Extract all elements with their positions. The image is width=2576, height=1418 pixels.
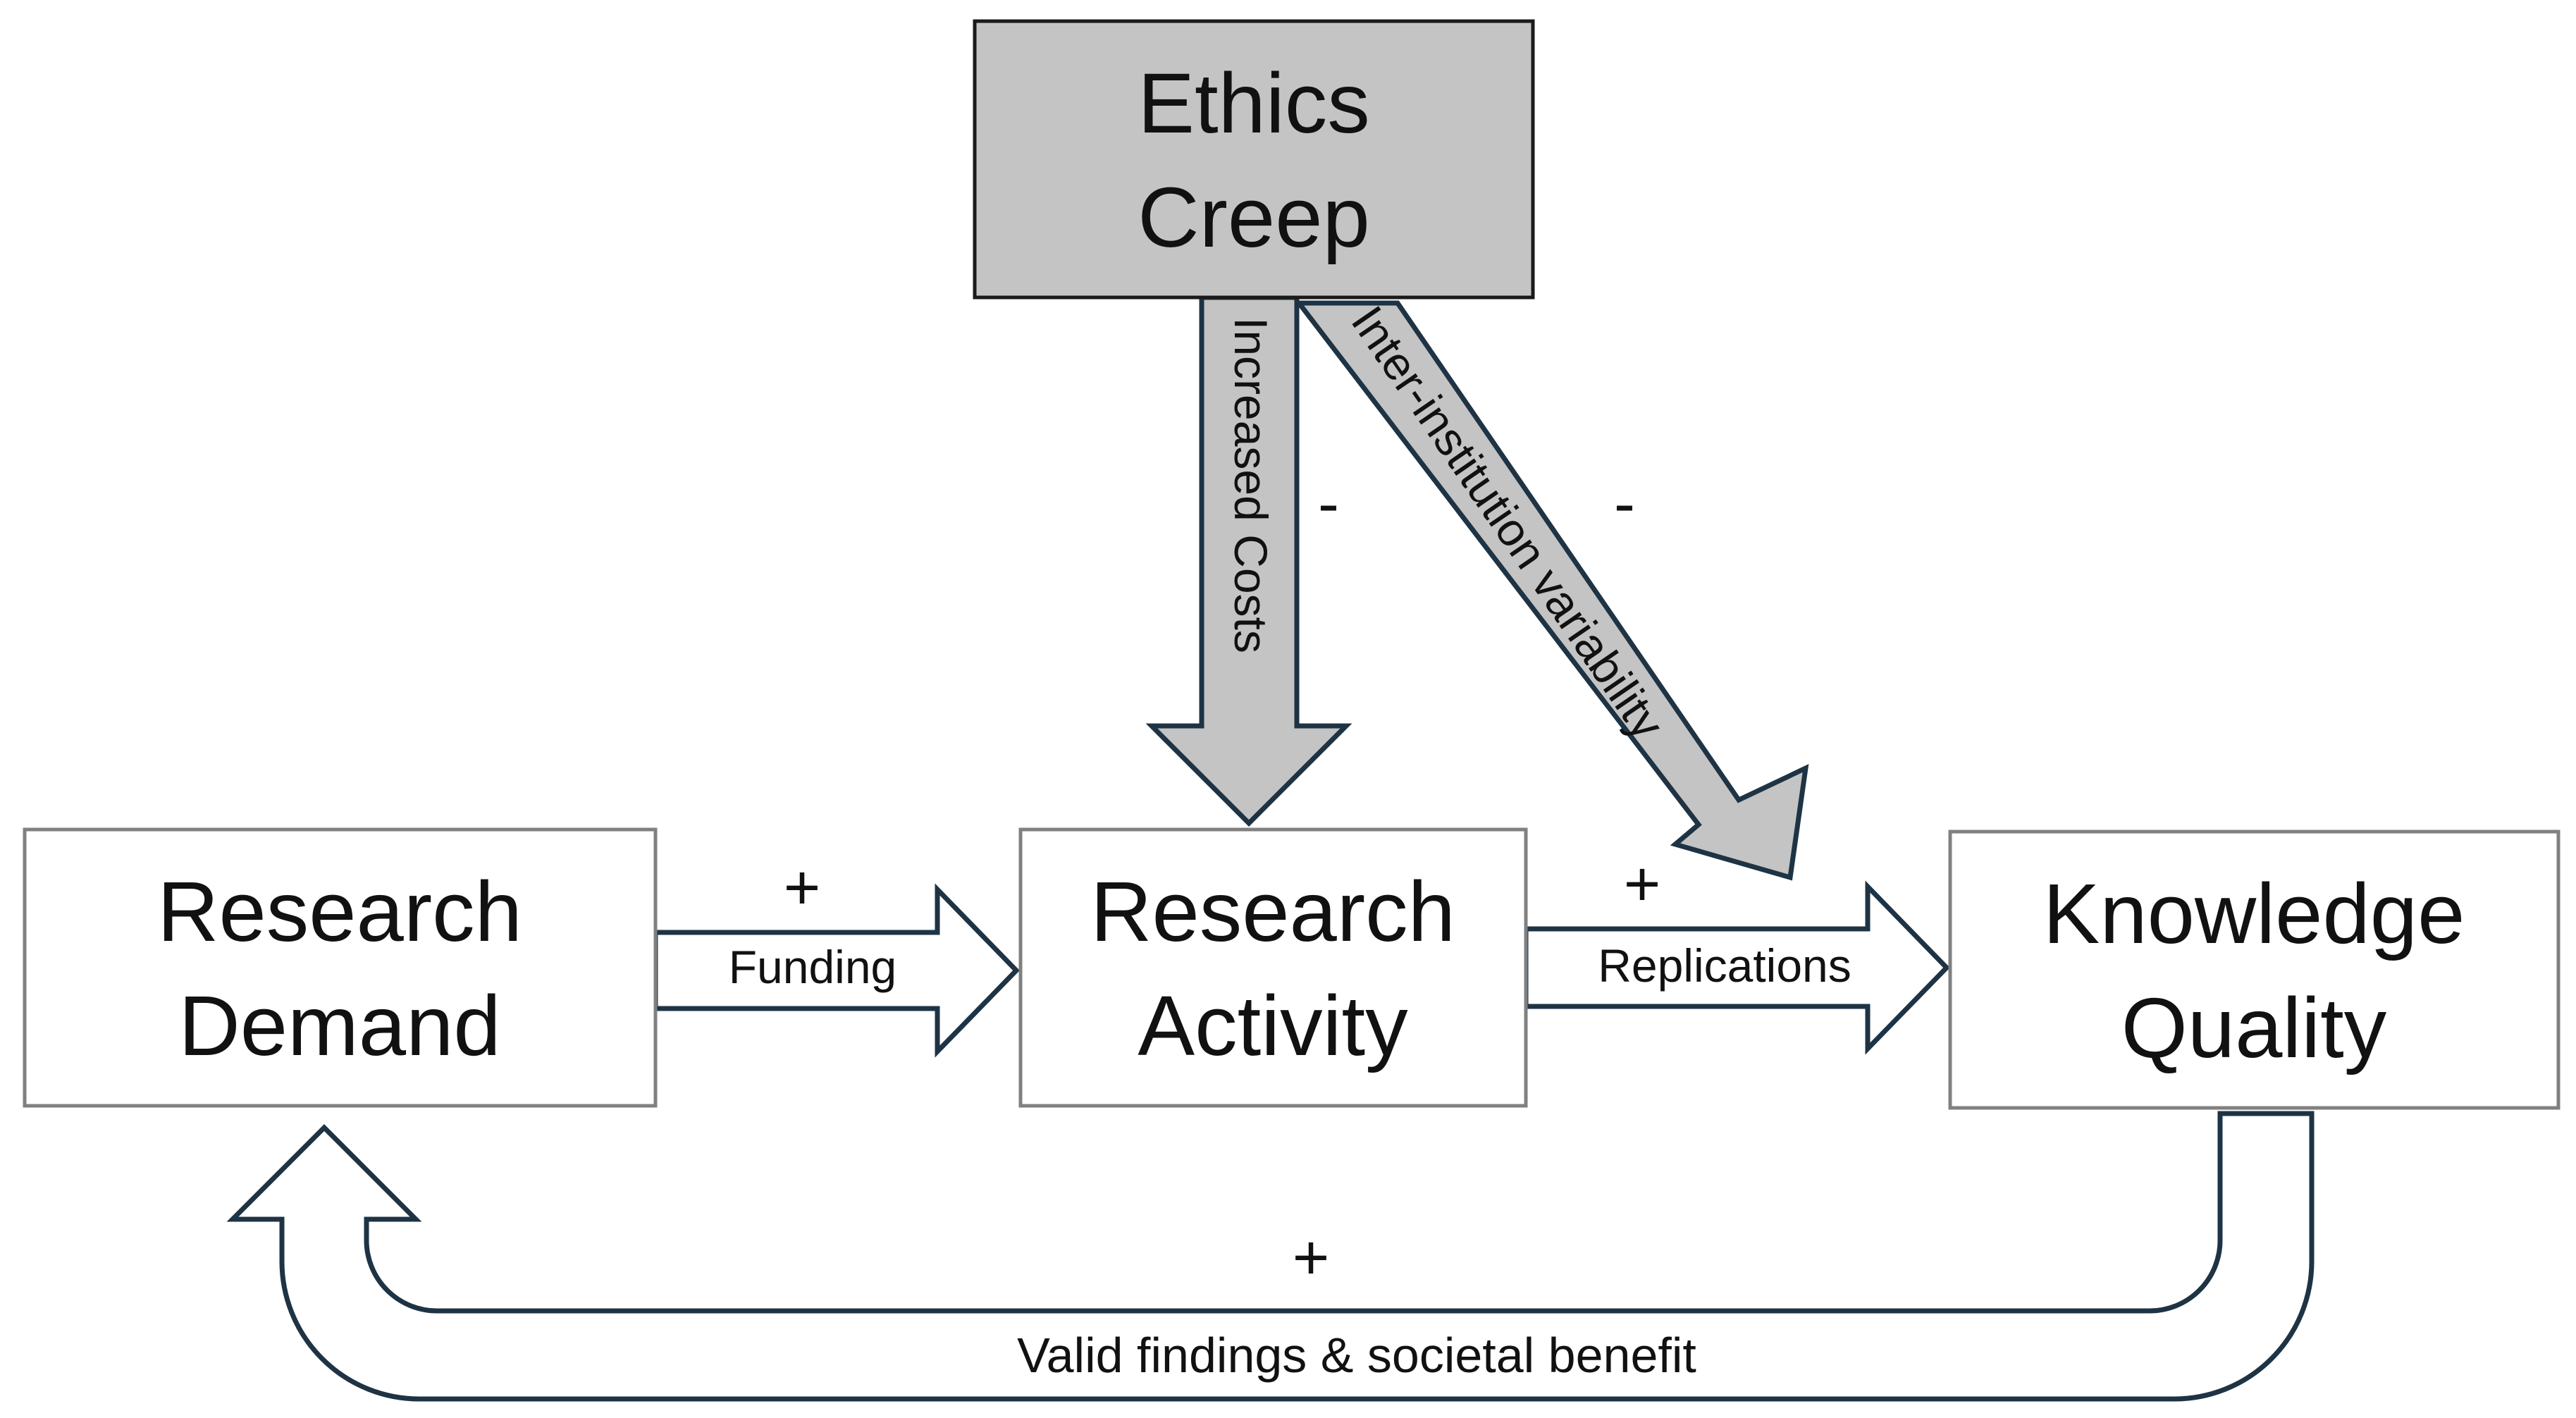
research-demand-box [23,827,658,1108]
research-activity-label-line1: Research [1090,863,1455,959]
inter-institution-arrow [1293,300,1809,881]
increased-costs-arrow [1145,295,1352,827]
feedback-arrow [226,1111,2315,1402]
ethics-creep-label-line1: Ethics [1138,55,1370,151]
funding-label: Funding [729,941,897,993]
ethics-creep-label-line2: Creep [1138,169,1370,265]
research-demand-label-line2: Demand [178,978,500,1073]
research-activity-label-line2: Activity [1138,978,1408,1073]
knowledge-quality-label-line1: Knowledge [2043,865,2465,961]
replications-sign: + [1624,849,1661,920]
ethics-creep-node: Ethics Creep [973,19,1535,300]
funding-sign: + [784,853,821,923]
replications-arrow [1523,880,1950,1055]
knowledge-quality-label-line2: Quality [2121,980,2387,1075]
increased-costs-sign: - [1318,469,1339,539]
inter-institution-sign: - [1614,469,1635,539]
feedback-sign: + [1293,1223,1330,1293]
research-demand-node: Research Demand [23,827,658,1108]
research-demand-label-line1: Research [157,863,522,959]
replications-label: Replications [1598,939,1851,992]
funding-arrow [653,883,1020,1058]
knowledge-quality-node: Knowledge Quality [1948,830,2560,1110]
research-activity-node: Research Activity [1018,827,1528,1108]
feedback-label: Valid findings & societal benefit [1017,1328,1696,1383]
increased-costs-label: Increased Costs [1225,317,1277,653]
ethics-creep-box [973,19,1535,300]
knowledge-quality-box [1948,830,2560,1110]
research-activity-box [1018,827,1528,1108]
